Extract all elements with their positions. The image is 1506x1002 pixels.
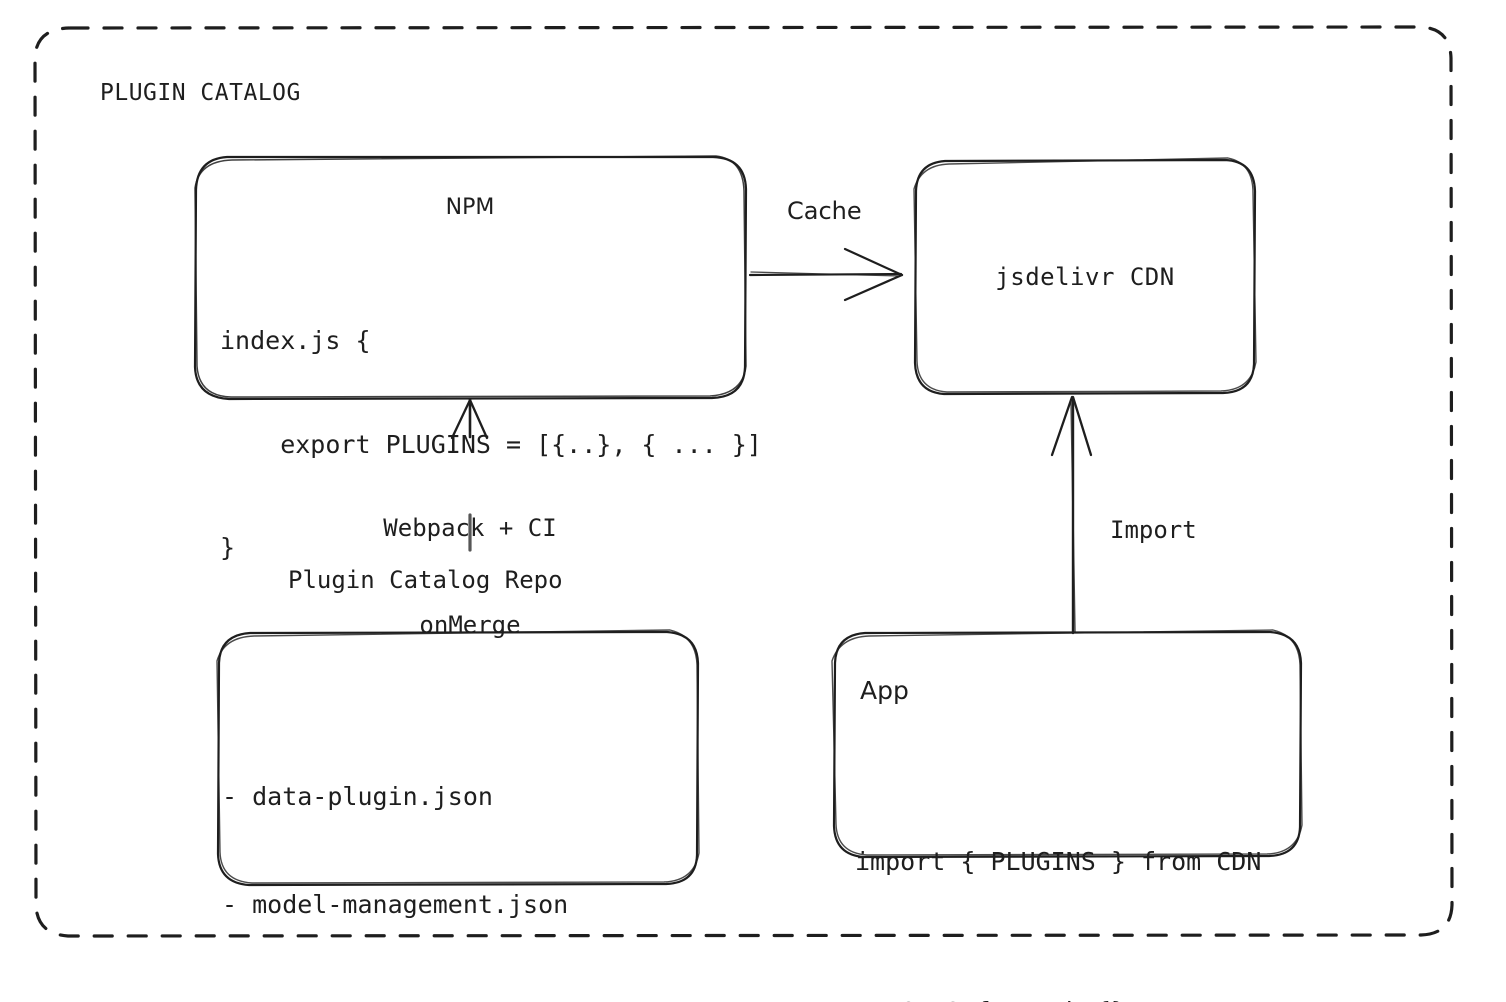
app-node-shape (831, 629, 1303, 859)
cdn-node-title: jsdelivr CDN (995, 263, 1175, 291)
app-node-title: App (860, 676, 909, 705)
cdn-node-shape (913, 157, 1257, 396)
repo-file-item: - model-management.json (222, 890, 569, 919)
npm-node-shape (193, 155, 748, 401)
cache-edge-label: Cache (787, 197, 862, 225)
app-code-line: PLUGINS.forEach {} (855, 987, 1261, 1002)
app-code-line: import { PLUGINS } from CDN (855, 847, 1262, 876)
repo-file-list: - data-plugin.json - model-management.js… (222, 707, 568, 1002)
import-edge-label: Import (1110, 516, 1197, 544)
npm-code-line: export PLUGINS = [{..}, { ... }] (220, 429, 762, 459)
npm-code-line: index.js { (220, 326, 371, 355)
npm-code-block: index.js { export PLUGINS = [{..}, { ...… (220, 255, 762, 635)
repo-file-item: - data-plugin.json (222, 782, 493, 811)
repo-node-caption: Plugin Catalog Repo (288, 566, 563, 594)
build-arrow (450, 397, 489, 552)
build-edge-label: Webpack + CI onMerge (345, 447, 595, 706)
build-edge-label-line: onMerge (419, 610, 521, 639)
repo-file-item: ... (222, 995, 568, 1002)
build-edge-label-line: Webpack + CI (383, 513, 557, 542)
plugin-catalog-container-border (33, 25, 1454, 938)
npm-code-line: } (220, 533, 236, 562)
repo-node-shape (216, 629, 700, 887)
import-arrow (1050, 395, 1093, 635)
plugin-catalog-title: PLUGIN CATALOG (100, 80, 301, 106)
cache-arrow (748, 247, 904, 302)
npm-node-title: NPM (445, 195, 495, 220)
app-code-block: import { PLUGINS } from CDN PLUGINS.forE… (855, 737, 1261, 1002)
